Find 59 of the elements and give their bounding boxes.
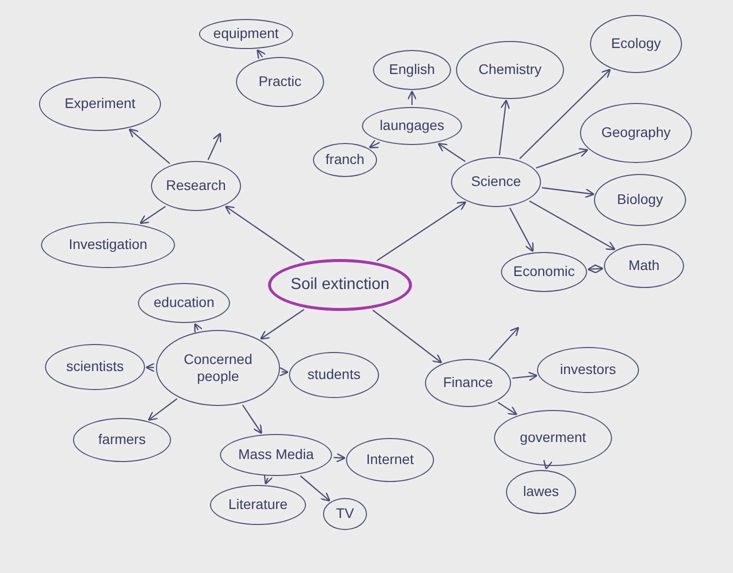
arrow <box>278 366 289 377</box>
arrow <box>208 132 222 160</box>
topic-ellipse: Geography <box>580 103 692 163</box>
arrow <box>372 310 442 364</box>
arrow <box>256 49 266 60</box>
arrow <box>519 68 611 160</box>
topic-ellipse: Finance <box>425 359 511 407</box>
arrow <box>242 404 262 434</box>
arrow <box>368 139 380 148</box>
arrow <box>529 200 616 250</box>
arrow <box>498 402 518 416</box>
topic-ellipse: Concerned people <box>156 330 280 406</box>
arrow <box>536 148 588 169</box>
arrow <box>512 372 538 382</box>
arrow <box>264 474 273 485</box>
topic-ellipse: Literature <box>210 485 306 525</box>
topic-ellipse: scientists <box>45 344 145 390</box>
topic-ellipse: investors <box>537 347 639 393</box>
topic-ellipse: Economic <box>501 252 587 292</box>
topic-ellipse: equipment <box>199 19 293 49</box>
topic-ellipse: goverment <box>494 410 612 466</box>
topic-ellipse: Chemistry <box>456 41 564 99</box>
topic-ellipse: Ecology <box>590 15 682 73</box>
topic-ellipse: Practic <box>236 57 324 107</box>
arrow <box>148 398 178 421</box>
topic-ellipse: Biology <box>594 174 686 226</box>
topic-ellipse: franch <box>313 143 377 177</box>
arrow <box>542 187 595 198</box>
arrow <box>509 208 534 252</box>
arrow <box>300 475 330 502</box>
arrow <box>587 264 604 274</box>
arrow <box>334 452 346 462</box>
topic-ellipse: Investigation <box>41 222 175 268</box>
topic-ellipse: English <box>373 50 451 90</box>
arrow <box>488 326 520 360</box>
arrow <box>128 128 170 164</box>
topic-ellipse: Mass Media <box>220 434 332 476</box>
arrow <box>224 206 305 261</box>
topic-ellipse: Science <box>451 157 541 207</box>
topic-ellipse: Internet <box>346 438 434 482</box>
topic-ellipse: lawes <box>506 470 576 514</box>
topic-ellipse: laungages <box>362 107 462 145</box>
arrow <box>146 362 156 372</box>
arrow <box>260 308 304 340</box>
topic-ellipse: Experiment <box>39 77 161 131</box>
topic-ellipse: Research <box>151 161 241 211</box>
topic-ellipse: farmers <box>73 418 171 462</box>
arrow <box>407 90 417 105</box>
topic-ellipse: TV <box>323 498 367 530</box>
central-topic-ellipse: Soil extinction <box>268 259 412 311</box>
arrow <box>543 459 553 470</box>
arrow <box>376 201 466 262</box>
arrow <box>194 323 204 334</box>
arrow <box>438 142 466 162</box>
arrow <box>498 99 510 156</box>
topic-ellipse: education <box>138 283 230 323</box>
arrow <box>139 206 166 224</box>
topic-ellipse: Math <box>604 244 684 288</box>
topic-ellipse: students <box>289 352 379 398</box>
